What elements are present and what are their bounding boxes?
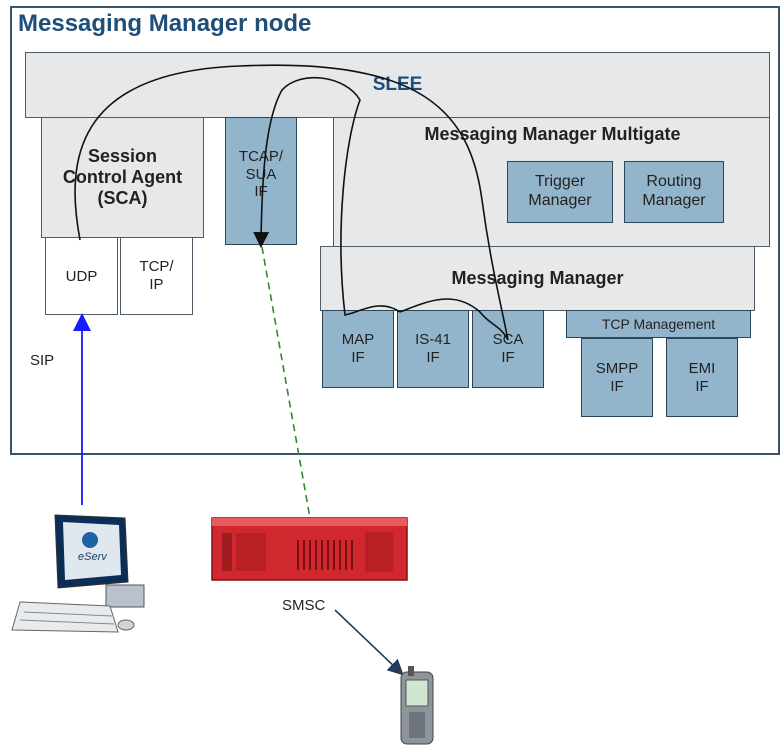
tcpip-label: TCP/ IP (139, 258, 174, 293)
tcpip-box: TCP/ IP (120, 237, 193, 315)
map-if-box: MAP IF (322, 310, 394, 388)
is41-if-label: IS-41 IF (415, 331, 451, 366)
map-flow-curve (253, 76, 401, 316)
smsc-label: SMSC (282, 597, 326, 614)
tcap-sua-if-label: TCAP/ SUA IF (238, 148, 284, 201)
sip-label: SIP (30, 352, 55, 369)
tcap-smsc-dashed-link (261, 246, 311, 519)
smpp-if-box: SMPP IF (581, 338, 653, 417)
mobile-handset-icon (400, 666, 434, 745)
node-title: Messaging Manager node (18, 10, 312, 37)
smsc-server-icon (211, 517, 408, 581)
trigger-manager-label: Trigger Manager (528, 173, 592, 209)
computer-terminal-icon (11, 514, 145, 633)
trigger-manager-box: Trigger Manager (507, 161, 613, 223)
emi-if-box: EMI IF (666, 338, 738, 417)
emi-if-label: EMI IF (688, 359, 716, 395)
tcp-management-box: TCP Management (566, 310, 751, 338)
map-sca-wave (399, 298, 509, 341)
map-if-label: MAP IF (341, 331, 375, 366)
udp-box: UDP (45, 237, 118, 315)
multigate-label: Messaging Manager Multigate (424, 124, 681, 144)
sca-label: Session Control Agent (SCA) (62, 145, 183, 209)
routing-manager-label: Routing Manager (642, 173, 706, 209)
udp-label: UDP (65, 267, 98, 285)
sca-if-box: SCA IF (472, 310, 544, 388)
smpp-if-label: SMPP IF (595, 359, 639, 395)
sca-flow-curve (74, 64, 509, 341)
sca-box: Session Control Agent (SCA) (41, 117, 204, 238)
smsc-handset-link (334, 609, 404, 676)
terminal-logo-text: eServ (78, 551, 108, 563)
tcp-management-label: TCP Management (601, 316, 716, 332)
is41-if-box: IS-41 IF (397, 310, 469, 388)
routing-manager-box: Routing Manager (624, 161, 724, 223)
